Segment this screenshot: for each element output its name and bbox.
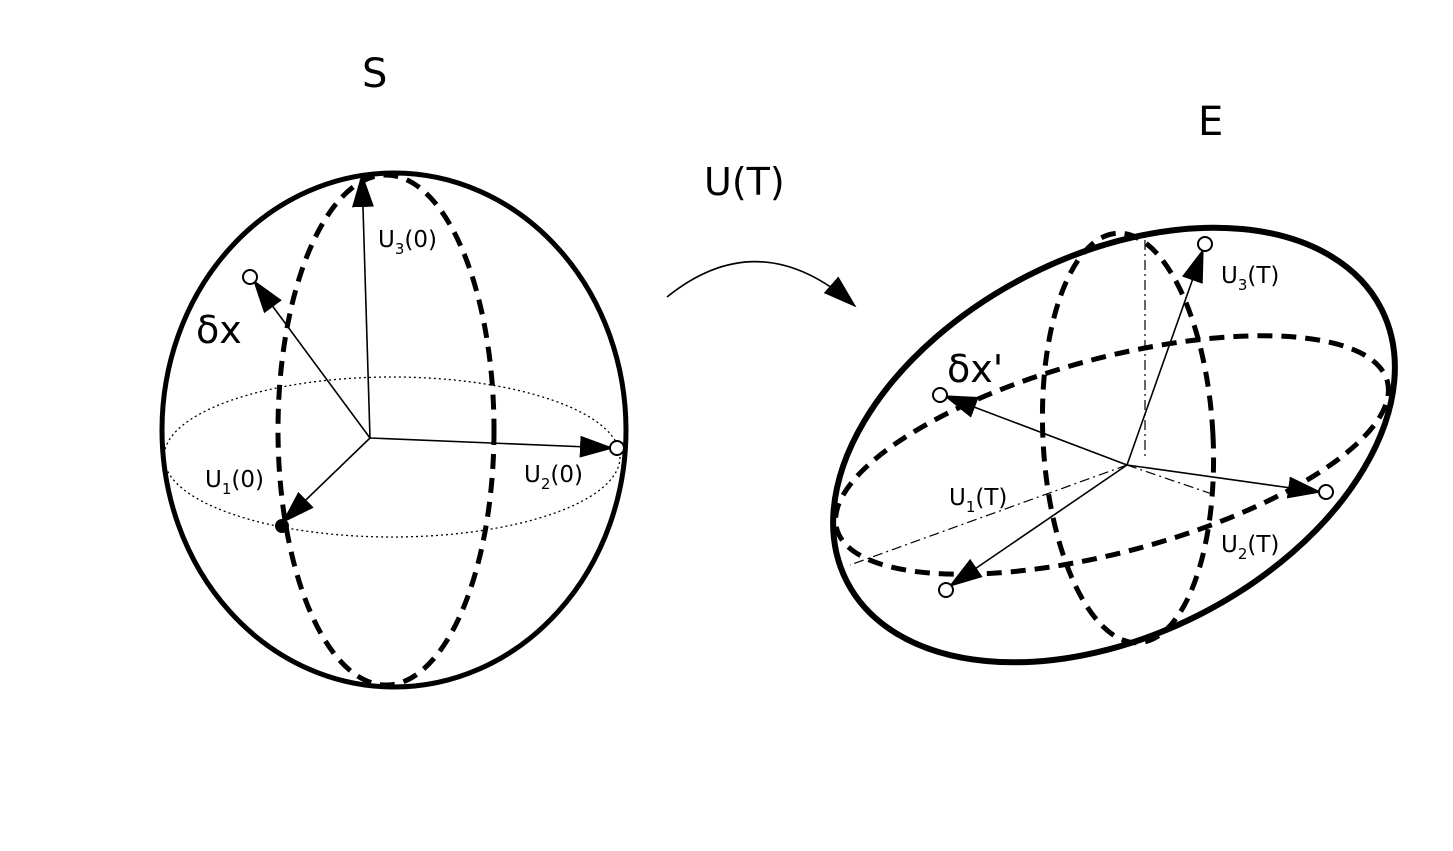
u2-t-arrow [1126,464,1322,499]
delta-x-prime-endpoint [932,387,948,403]
u1-t-arrow [948,464,1128,588]
hidden-axis-back [849,464,1128,566]
u1-zero-arrow [281,437,371,524]
sphere-perturbation-label: δx [196,308,242,352]
u1-t-endpoint [938,582,954,598]
u3-t-arrow [1126,248,1204,466]
u2-zero-arrow [369,435,614,458]
u2-zero-endpoint [609,440,625,456]
ellipsoid-group: E δx' U3(T) U2(T) U1(T) [830,99,1398,666]
u1-zero-endpoint [275,519,289,533]
u3-zero-label: U3(0) [378,227,437,258]
u1-t-label: U1(T) [949,485,1007,516]
delta-x-prime-arrow [943,395,1128,466]
map-arrow [666,260,857,308]
ellipsoid-equator [833,333,1391,577]
sphere-title: S [362,51,387,97]
ellipsoid-perturbation-label: δx' [947,347,1003,391]
ellipsoid-title: E [1198,99,1223,145]
hidden-axis-right [1126,464,1216,496]
delta-x-arrow [252,279,371,439]
map-group: U(T) [666,160,857,308]
u2-t-label: U2(T) [1221,532,1279,563]
map-label: U(T) [704,160,785,204]
u3-t-endpoint [1197,236,1213,252]
u2-t-endpoint [1318,484,1334,500]
u1-zero-label: U1(0) [205,467,264,498]
u3-t-label: U3(T) [1221,263,1279,294]
u3-zero-arrow [351,173,374,439]
sphere-group: S δx U3(0) U2(0) U1(0) [159,51,629,690]
sphere-meridian [275,172,497,688]
sphere-outline [159,170,629,690]
sphere-equator [163,376,621,538]
ellipsoid-meridian [1039,230,1217,646]
u2-zero-label: U2(0) [524,462,583,493]
delta-x-endpoint [242,269,258,285]
ellipsoid-outline [830,224,1398,666]
